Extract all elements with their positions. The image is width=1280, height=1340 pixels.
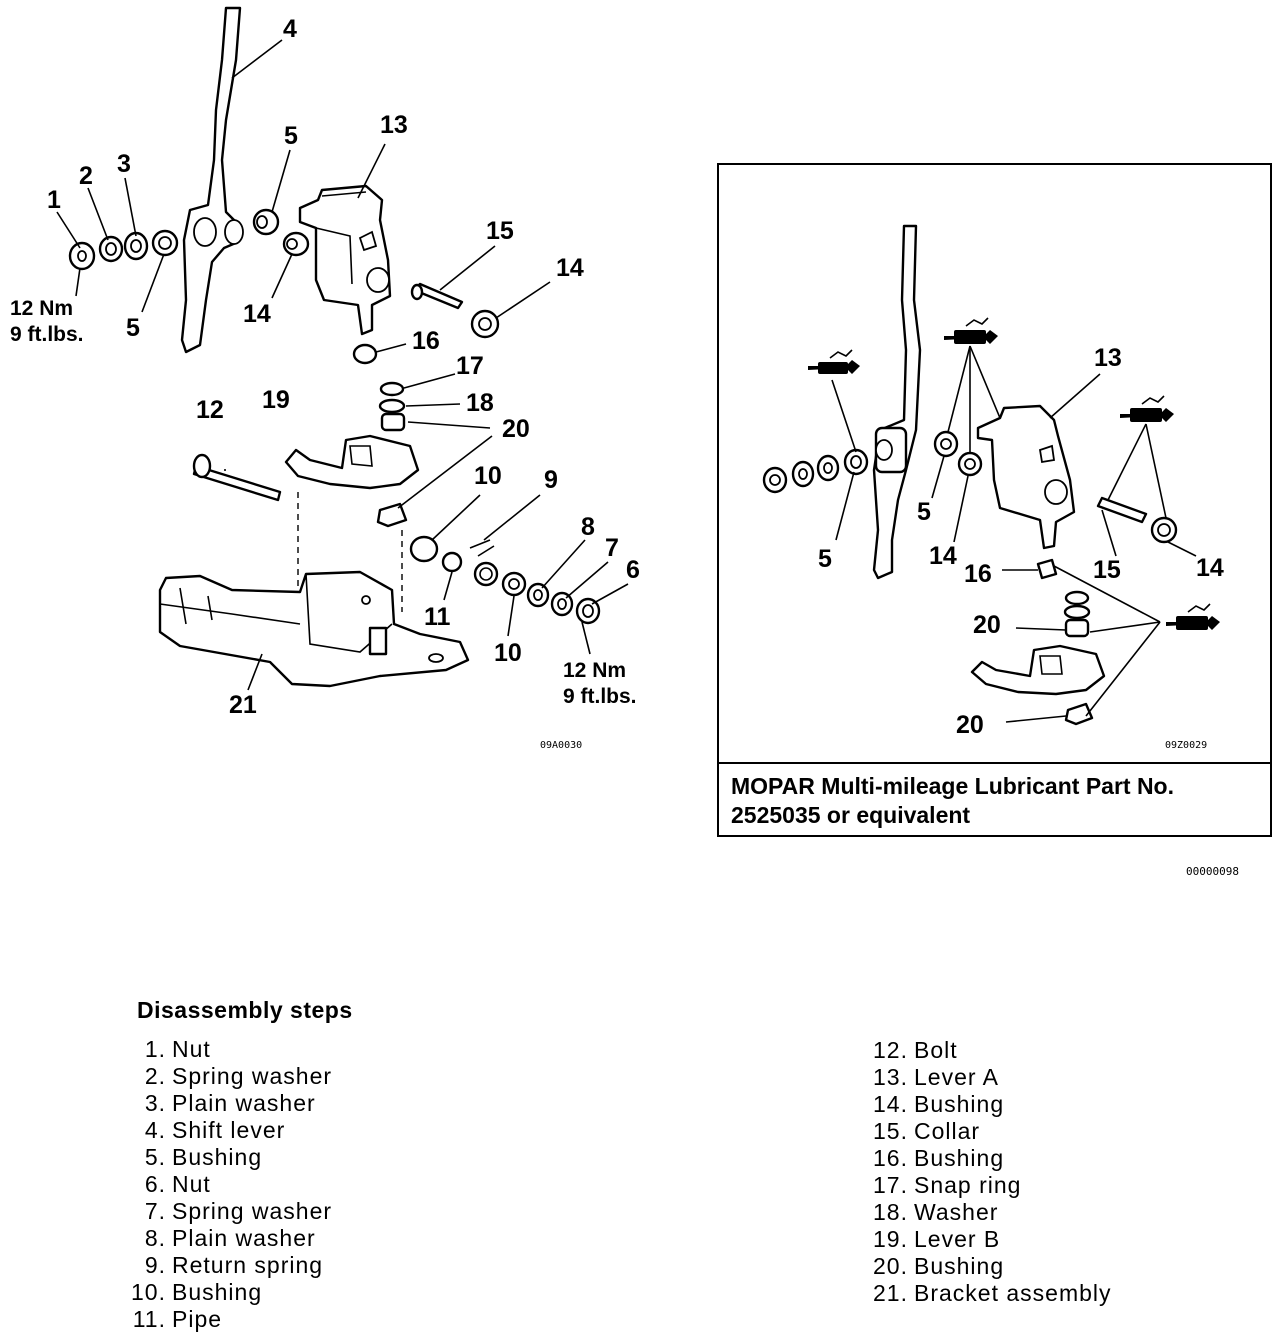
bushings-upper (252, 208, 310, 257)
inset-bushing-16 (1036, 558, 1058, 580)
label-12: 12 (196, 396, 224, 424)
step-item: 20.Bushing (873, 1253, 1005, 1279)
label-14-right: 14 (556, 254, 584, 282)
inset-label-14: 14 (929, 542, 957, 570)
label-5-upper: 5 (284, 122, 298, 150)
label-2: 2 (79, 162, 93, 190)
label-13: 13 (380, 111, 408, 139)
label-10-lower: 10 (494, 639, 522, 667)
label-20: 20 (502, 415, 530, 443)
label-21: 21 (229, 691, 257, 719)
step-item: 18.Washer (873, 1199, 999, 1225)
bushing-pipe-spring (409, 535, 527, 597)
inset-washers (762, 448, 869, 494)
step-item: 3.Plain washer (144, 1090, 316, 1116)
bracket-assembly-part (158, 570, 470, 688)
inset-lever-b (970, 644, 1106, 696)
label-18: 18 (466, 389, 494, 417)
step-item: 16.Bushing (873, 1145, 1005, 1171)
inset-label-20-upper: 20 (973, 611, 1001, 639)
label-17: 17 (456, 352, 484, 380)
figure-code-main: 09A0030 (540, 740, 582, 751)
step-item: 8.Plain washer (144, 1225, 316, 1251)
lever-b-part (284, 434, 420, 490)
inset-label-16: 16 (964, 560, 992, 588)
lubricant-caption-line-1: MOPAR Multi-mileage Lubricant Part No. (731, 773, 1174, 799)
step-item: 6.Nut (144, 1171, 211, 1197)
inset-collar (1096, 496, 1178, 544)
leader-lines-main (56, 39, 629, 691)
label-11: 11 (424, 603, 451, 631)
disassembly-steps-title: Disassembly steps (137, 997, 353, 1023)
step-item: 12.Bolt (873, 1037, 958, 1063)
steps-list-left: 1.Nut 2.Spring washer 3.Plain washer 4.S… (118, 1036, 332, 1333)
step-item: 5.Bushing (144, 1144, 263, 1170)
label-16: 16 (412, 327, 440, 355)
label-9: 9 (544, 466, 558, 494)
step-item: 14.Bushing (873, 1091, 1005, 1117)
label-7: 7 (605, 534, 619, 562)
shift-lever-part (180, 6, 244, 354)
torque-right-ftlbs: 9 ft.lbs. (563, 685, 637, 708)
step-item: 7.Spring washer (144, 1198, 333, 1224)
label-10-upper: 10 (474, 462, 502, 490)
inset-lever-a (976, 404, 1076, 550)
washer-stack-left (68, 229, 179, 271)
step-item: 10.Bushing (131, 1279, 263, 1305)
bushing-16 (352, 343, 378, 365)
snap-ring-washer-stack (378, 381, 406, 432)
inset-label-13: 13 (1094, 344, 1122, 372)
label-6: 6 (626, 556, 640, 584)
leader-lines-inset (831, 345, 1197, 723)
lubricant-caption-line-2: 2525035 or equivalent (731, 802, 971, 828)
step-item: 4.Shift lever (144, 1117, 286, 1143)
lubricant-icon-4 (1166, 603, 1220, 630)
bushing-20-lower (376, 502, 408, 528)
label-14-left: 14 (243, 300, 271, 328)
lubricant-icon-3 (1120, 395, 1174, 422)
lubricant-caption: MOPAR Multi-mileage Lubricant Part No. 2… (717, 762, 1272, 837)
inset-shift-lever (872, 224, 922, 580)
step-item: 15.Collar (873, 1118, 981, 1144)
torque-right-nm: 12 Nm (563, 659, 626, 682)
step-item: 9.Return spring (144, 1252, 324, 1278)
label-5-lower: 5 (126, 314, 140, 342)
step-item: 19.Lever B (873, 1226, 1001, 1252)
label-15: 15 (486, 217, 514, 245)
torque-left-nm: 12 Nm (10, 297, 73, 320)
label-4: 4 (283, 15, 297, 43)
figure-code-outer: 00000098 (1186, 865, 1239, 878)
exploded-view-diagram: 4 13 5 3 2 1 15 14 5 14 16 17 18 20 12 1… (10, 6, 1224, 751)
step-item: 1.Nut (144, 1036, 211, 1062)
label-1: 1 (47, 186, 61, 214)
step-item: 21.Bracket assembly (873, 1280, 1112, 1306)
washer-stack-right (526, 582, 601, 625)
steps-list-right: 12.Bolt 13.Lever A 14.Bushing 15.Collar … (860, 1037, 1112, 1307)
inset-label-14-right: 14 (1196, 554, 1224, 582)
torque-left-ftlbs: 9 ft.lbs. (10, 323, 84, 346)
inset-label-15: 15 (1093, 556, 1121, 584)
lever-a-part (298, 184, 392, 336)
step-item: 13.Lever A (873, 1064, 999, 1090)
lubricant-icon-2 (944, 317, 998, 344)
step-item: 17.Snap ring (873, 1172, 1022, 1198)
inset-label-20-lower: 20 (956, 711, 984, 739)
collar-part (410, 282, 500, 339)
step-item: 11.Pipe (132, 1306, 223, 1332)
inset-label-5-upper: 5 (917, 498, 931, 526)
lubricant-icon-1 (808, 349, 860, 374)
bolt-12 (192, 453, 282, 502)
inset-lower-stack (1063, 590, 1091, 638)
inset-bushing-20-lower (1064, 702, 1094, 726)
label-19: 19 (262, 386, 290, 414)
label-3: 3 (117, 150, 131, 178)
inset-label-5-lower: 5 (818, 545, 832, 573)
lubrication-inset-frame (717, 163, 1272, 837)
label-8: 8 (581, 513, 595, 541)
inset-bushings (933, 430, 983, 477)
step-item: 2.Spring washer (144, 1063, 333, 1089)
inset-figure-code: 09Z0029 (1165, 740, 1207, 751)
